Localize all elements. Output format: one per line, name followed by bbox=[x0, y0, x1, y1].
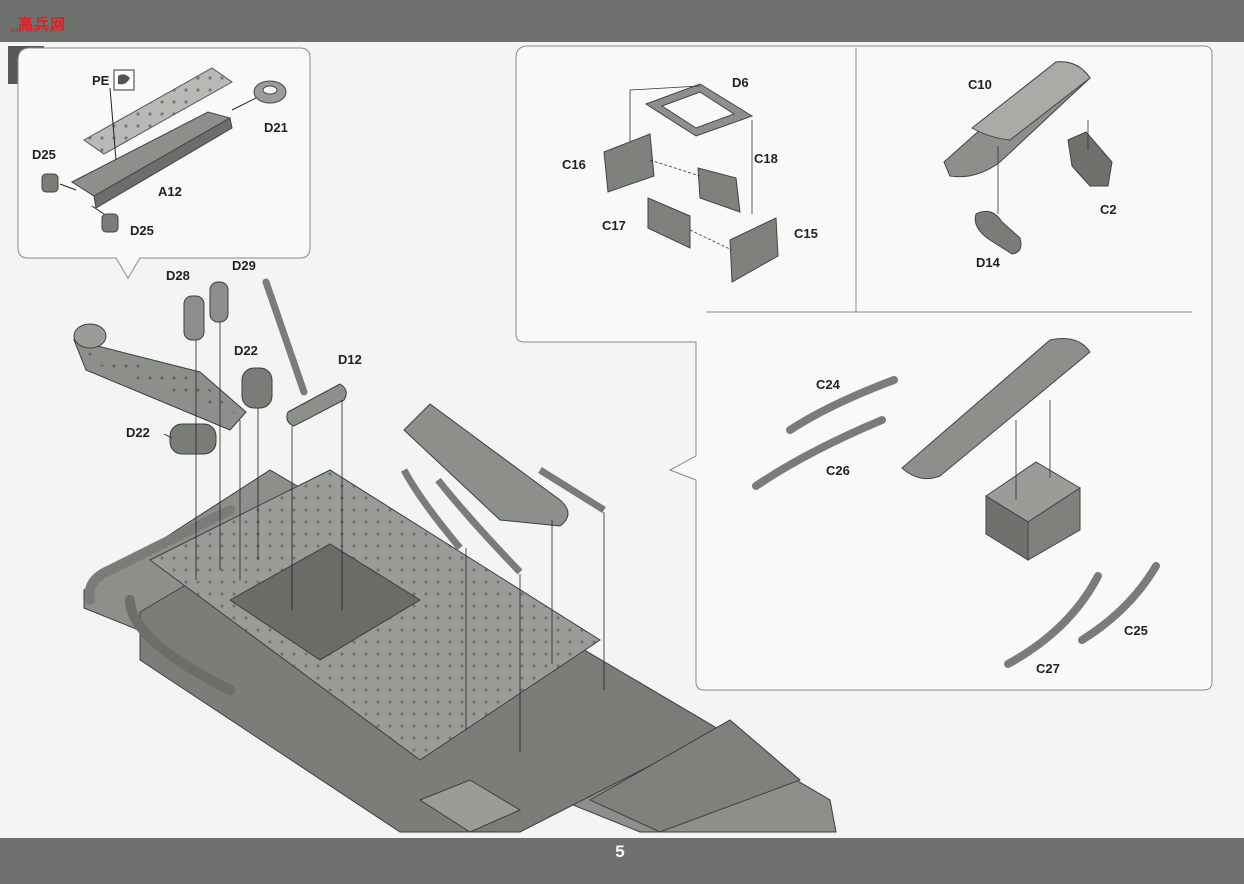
callout-box-right bbox=[515, 45, 1213, 691]
label-c2: C2 bbox=[1100, 202, 1117, 217]
label-d25-bottom: D25 bbox=[130, 223, 154, 238]
label-c10: C10 bbox=[968, 77, 992, 92]
label-d25-top: D25 bbox=[32, 147, 56, 162]
label-c18: C18 bbox=[754, 151, 778, 166]
label-d29: D29 bbox=[232, 258, 256, 273]
label-c24: C24 bbox=[816, 377, 840, 392]
top-band bbox=[0, 0, 1244, 42]
label-c25: C25 bbox=[1124, 623, 1148, 638]
label-d22-top: D22 bbox=[234, 343, 258, 358]
logo-text: 高兵网 bbox=[18, 15, 67, 33]
label-d12: D12 bbox=[338, 352, 362, 367]
label-c16: C16 bbox=[562, 157, 586, 172]
page-number: 5 bbox=[615, 842, 625, 861]
label-d22-left: D22 bbox=[126, 425, 150, 440]
label-pe: PE bbox=[92, 73, 110, 88]
label-a12: A12 bbox=[158, 184, 182, 199]
chassis-assembly bbox=[73, 278, 837, 833]
label-c26: C26 bbox=[826, 463, 850, 478]
label-c27: C27 bbox=[1036, 661, 1060, 676]
bottom-band bbox=[0, 838, 1244, 884]
label-c15: C15 bbox=[794, 226, 818, 241]
logo-subtext: gao-shan.com bbox=[10, 26, 60, 34]
label-d6: D6 bbox=[732, 75, 749, 90]
brand-logo: 高兵网 bbox=[8, 6, 70, 36]
label-c17: C17 bbox=[602, 218, 626, 233]
callout-box-a12 bbox=[17, 47, 311, 279]
label-d28: D28 bbox=[166, 268, 190, 283]
label-d14: D14 bbox=[976, 255, 1000, 270]
label-d21: D21 bbox=[264, 120, 288, 135]
